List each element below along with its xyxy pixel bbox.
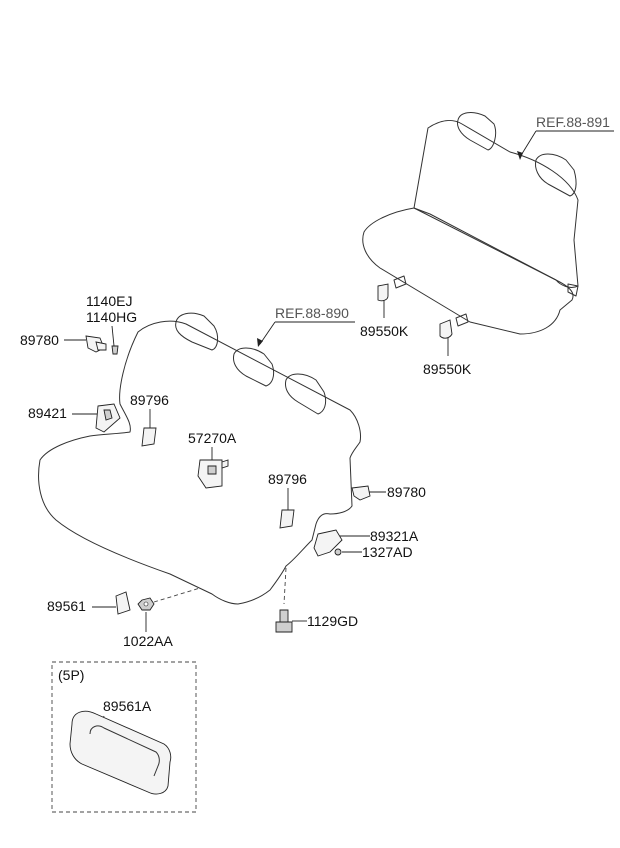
kit-quantity: (5P): [58, 667, 84, 683]
kit-box: [51, 661, 197, 813]
clip-89796-left-icon: [141, 427, 157, 447]
label-89561: 89561: [47, 598, 86, 614]
bolt-1140-icon: [111, 345, 119, 355]
label-89796-right: 89796: [268, 471, 307, 487]
clip-89796-right-icon: [279, 509, 295, 529]
ref-arrow-front: [257, 338, 263, 347]
hinge-89321A-icon: [313, 529, 343, 557]
label-1140EJ: 1140EJ: [86, 293, 132, 309]
trim-89561A-icon: [69, 710, 172, 795]
ref-rear-seat: REF.88-891: [536, 114, 610, 130]
label-89796-left: 89796: [130, 392, 169, 408]
label-1140HG: 1140HG: [86, 309, 137, 325]
hook-89550K-a: [377, 283, 389, 318]
bracket-89780-right-icon: [351, 485, 371, 501]
nut-1327AD-icon: [334, 548, 342, 556]
rear-seat-assembly: [362, 112, 579, 335]
label-89550K-a: 89550K: [360, 323, 409, 339]
cap-89561-icon: [115, 591, 131, 615]
latch-57270A-icon: [197, 459, 229, 489]
bracket-89780-left-icon: [85, 335, 107, 353]
hinge-89421-icon: [95, 403, 121, 433]
label-1022AA: 1022AA: [123, 633, 173, 649]
lower-seat-assembly: [38, 312, 361, 605]
label-1129GD: 1129GD: [307, 613, 358, 629]
label-57270A: 57270A: [188, 430, 237, 446]
nut-1022AA-icon: [137, 597, 155, 611]
label-89561A: 89561A: [103, 698, 152, 714]
label-89321A: 89321A: [370, 528, 419, 544]
label-89421: 89421: [28, 405, 67, 421]
label-89780-right: 89780: [387, 484, 426, 500]
bolt-1129GD-icon: [275, 609, 293, 633]
label-89550K-b: 89550K: [423, 361, 472, 377]
ref-front-seat: REF.88-890: [275, 305, 349, 321]
hook-89550K-b: [439, 319, 453, 356]
label-1327AD: 1327AD: [362, 544, 413, 560]
ref-arrow-rear: [517, 151, 523, 160]
label-89780-left: 89780: [20, 332, 59, 348]
